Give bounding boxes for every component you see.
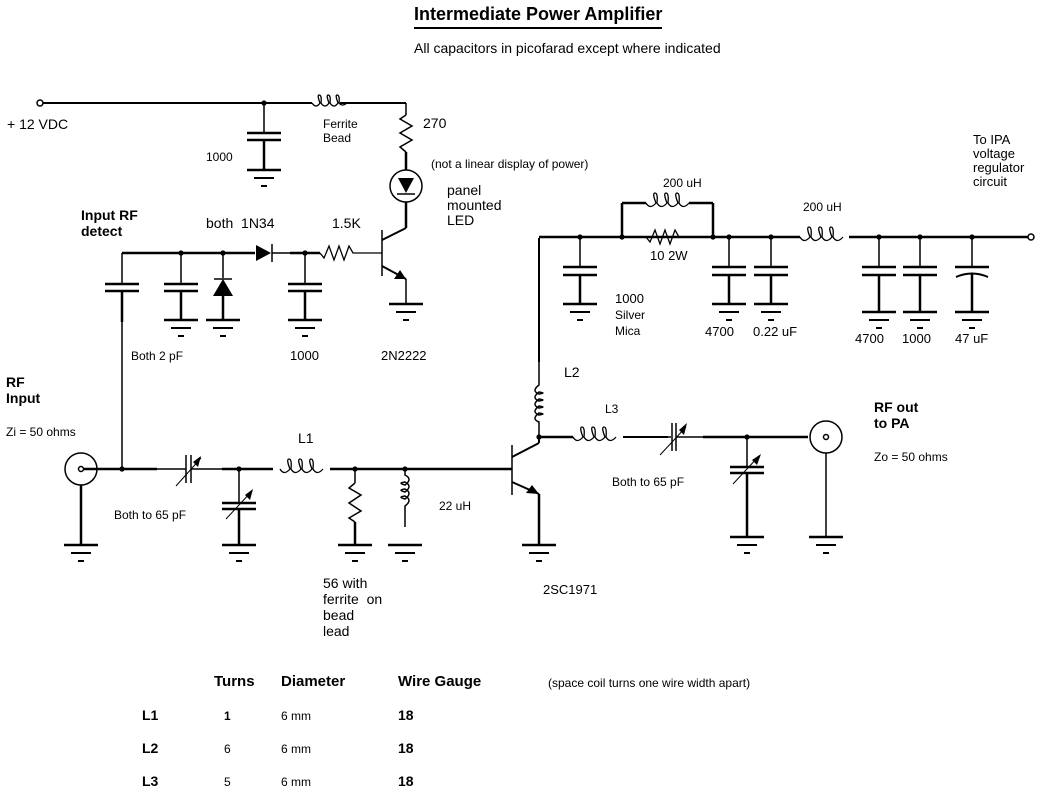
rfc-22uh (400, 469, 410, 527)
row-name: L3 (142, 773, 159, 789)
input-network (62, 452, 512, 563)
row-turns: 1 (224, 709, 231, 723)
rfc22-label: 22 uH (439, 499, 472, 513)
subtitle: All capacitors in picofarad except where… (414, 40, 721, 56)
zi-label: Zi = 50 ohms (6, 425, 76, 439)
cap-4700-b-label: 4700 (855, 331, 884, 346)
ipa-terminal (1027, 233, 1035, 241)
input-rf-detect-label: Input RF detect (81, 207, 138, 239)
diode-1n34 (256, 245, 271, 261)
row-gauge: 18 (398, 773, 414, 789)
ferrite-bead (311, 94, 348, 107)
zo-label: Zo = 50 ohms (874, 450, 948, 464)
diodes-label: both 1N34 (206, 215, 275, 231)
inductor-l2 (534, 275, 544, 437)
choke-200uh-b (799, 226, 844, 242)
both-65pf-in-label: Both to 65 pF (114, 508, 187, 522)
supply-cap-label: 1000 (206, 150, 233, 164)
both-65pf-out-label: Both to 65 pF (612, 475, 685, 489)
row-turns: 5 (224, 775, 231, 789)
page-title: Intermediate Power Amplifier (414, 4, 663, 29)
r56-label: 56 with ferrite on bead lead (323, 575, 383, 639)
row-diameter: 6 mm (281, 775, 311, 789)
choke-200uh-a (645, 192, 690, 208)
l1-label: L1 (298, 430, 314, 446)
led-note: (not a linear display of power) (431, 157, 589, 171)
inductor-l1 (279, 458, 324, 474)
both-2pf-label: Both 2 pF (131, 349, 184, 363)
resistor-10ohm (645, 228, 713, 246)
supply-label: + 12 VDC (7, 116, 69, 132)
cap-022uf-label: 0.22 uF (753, 324, 798, 339)
to-ipa-label: To IPA voltage regulator circuit (973, 132, 1025, 189)
resistor-1k5 (319, 244, 382, 262)
row-turns: 6 (224, 742, 231, 756)
row-gauge: 18 (398, 707, 414, 723)
q1-label: 2N2222 (381, 348, 427, 363)
ferrite-bead-label: Ferrite Bead (323, 117, 358, 145)
coil-note: (space coil turns one wire width apart) (548, 676, 751, 690)
l2-label: L2 (564, 364, 580, 380)
r270-label: 270 (423, 115, 447, 131)
q2-label: 2SC1971 (543, 582, 598, 597)
choke-200uh-b-label: 200 uH (803, 200, 842, 214)
r1k5-label: 1.5K (332, 215, 361, 231)
cap-1000-b-label: 1000 (902, 331, 931, 346)
transistor-2sc1971 (511, 442, 558, 563)
supply-terminal (36, 99, 44, 107)
row-diameter: 6 mm (281, 709, 311, 723)
r10-label: 10 2W (650, 248, 688, 263)
cap-mica-desc: Silver Mica (615, 308, 646, 338)
row-gauge: 18 (398, 740, 414, 756)
row-name: L1 (142, 707, 159, 723)
rf-detect (105, 227, 425, 468)
header-diameter: Diameter (281, 673, 346, 690)
l3-label: L3 (605, 402, 619, 416)
led-label: panel mounted LED (447, 182, 502, 228)
choke-200uh-a-label: 200 uH (663, 176, 702, 190)
cap-4700-a-label: 4700 (705, 324, 734, 339)
transistor-2n2222 (381, 227, 425, 322)
collector-supply (539, 192, 1035, 330)
rf-input-label: RF Input (6, 374, 41, 406)
inductor-l3 (572, 426, 617, 442)
cap-mica-label: 1000 (615, 291, 644, 306)
row-diameter: 6 mm (281, 742, 311, 756)
resistor-56 (347, 482, 363, 523)
cap-47uf-label: 47 uF (955, 331, 989, 346)
resistor-270 (398, 114, 414, 153)
header-turns: Turns (214, 673, 255, 690)
rf-out-label: RF out to PA (874, 399, 919, 431)
header-wire-gauge: Wire Gauge (398, 673, 482, 690)
rf-output-connector (809, 420, 843, 454)
output-stage (511, 238, 845, 563)
row-name: L2 (142, 740, 159, 756)
supply-rail (36, 94, 423, 228)
detect-cap-label: 1000 (290, 348, 319, 363)
